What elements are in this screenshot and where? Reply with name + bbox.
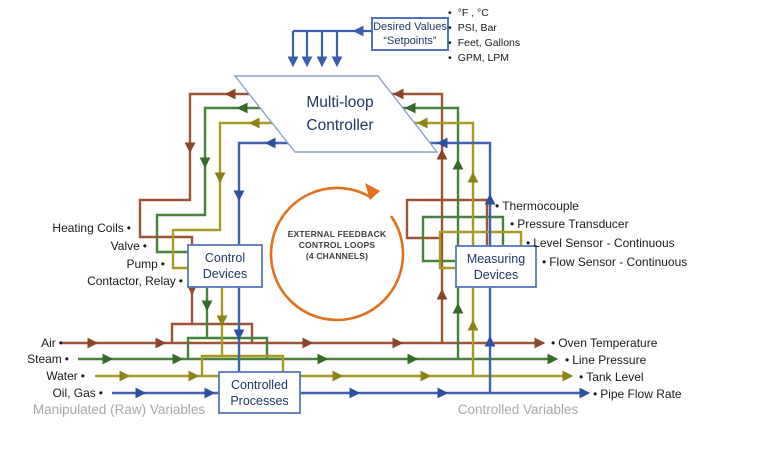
unit-item-temperature: •°F , °C [448,7,489,19]
bullet-icon: • [495,199,500,213]
feedback-loop-label: EXTERNAL FEEDBACK CONTROL LOOPS (4 CHANN… [287,229,387,261]
controlled-processes-label: Controlled Processes [230,377,289,408]
bullet-icon: • [551,336,556,350]
bullet-icon: • [526,236,531,250]
setpoints-box [371,17,449,51]
control-devices-box [187,244,263,288]
bullet-icon: • [579,370,584,384]
control-devices-label: Control Devices [202,251,248,281]
label-oven-temperature: •Oven Temperature [548,336,657,350]
channel-temperature-lines [62,88,546,349]
label-pipe-flow-rate: •Pipe Flow Rate [590,387,682,401]
loop-arrowhead-icon [365,183,380,200]
bullet-icon: • [510,217,515,231]
bullet-icon: • [542,255,547,269]
label-pressure-transducer: •Pressure Transducer [507,217,629,231]
measuring-devices-box [455,245,537,288]
bullet-icon: • [448,7,452,19]
label-line-pressure: •Line Pressure [562,353,646,367]
label-oil-gas: Oil, Gas• [52,386,106,400]
caption-manipulated-variables: Manipulated (Raw) Variables [32,402,206,417]
measuring-devices-label: Measuring Devices [466,251,526,282]
unit-item-pressure: •PSI, Bar [448,22,497,34]
bullet-icon: • [142,239,147,253]
bullet-icon: • [448,22,452,34]
label-valve: Valve• [111,239,150,253]
label-air: Air• [41,336,66,350]
bullet-icon: • [160,257,165,271]
label-level-sensor: •Level Sensor - Continuous [523,236,675,250]
unit-item-level: •Feet, Gallons [448,37,521,49]
bullet-icon: • [64,352,69,366]
setpoint-arrows [287,25,371,68]
label-thermocouple: •Thermocouple [492,199,579,213]
label-heating-coils: Heating Coils• [52,221,134,235]
bullet-icon: • [565,353,570,367]
bullet-icon: • [98,386,103,400]
controller-label: Multi-loop Controller [306,94,374,134]
bullet-icon: • [178,274,183,288]
feedback-loop-arrow [269,183,405,322]
label-pump: Pump• [126,257,168,271]
label-contactor-relay: Contactor, Relay• [87,274,186,288]
controller-parallelogram [233,75,439,153]
label-tank-level: •Tank Level [576,370,644,384]
bullet-icon: • [448,52,452,64]
unit-item-flow: •GPM, LPM [448,52,510,64]
bullet-icon: • [448,37,452,49]
bullet-icon: • [126,221,131,235]
node-shapes [187,17,537,414]
label-steam: Steam• [27,352,72,366]
label-water: Water• [46,369,88,383]
label-flow-sensor: •Flow Sensor - Continuous [539,255,687,269]
controlled-processes-box [218,371,301,414]
bullet-icon: • [58,336,63,350]
bullet-icon: • [80,369,85,383]
setpoints-box-label: Desired Values “Setpoints” [373,21,447,47]
caption-controlled-variables: Controlled Variables [457,402,579,417]
bullet-icon: • [593,387,598,401]
